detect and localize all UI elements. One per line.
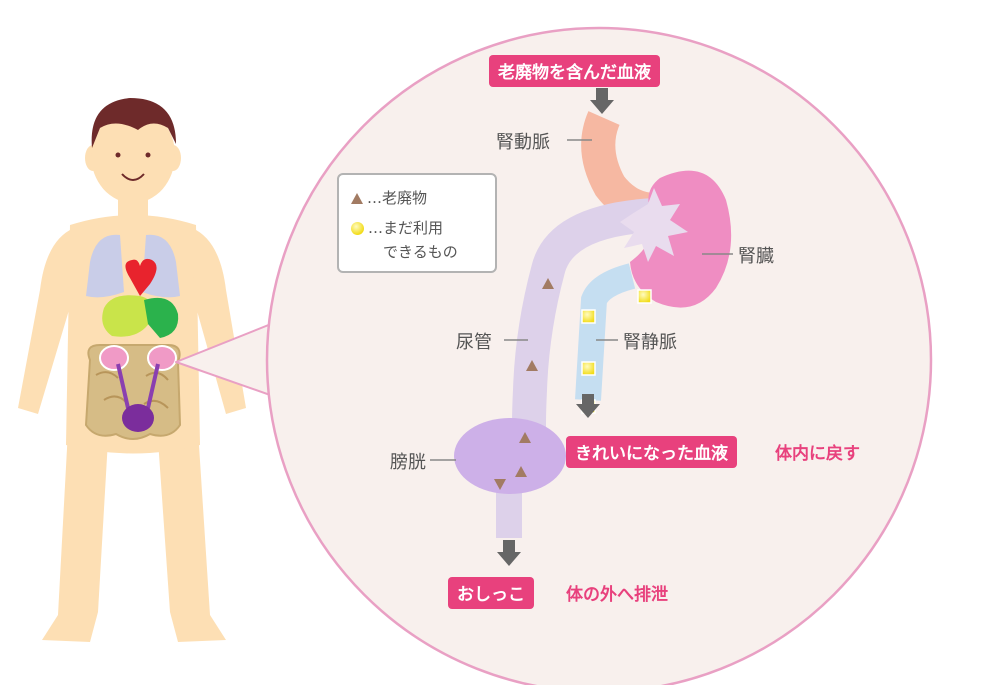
down-arrow-icon	[576, 394, 600, 418]
note-excrete: 体の外へ排泄	[566, 585, 668, 605]
yellow-dot-icon	[351, 222, 364, 235]
usable-marker	[581, 361, 596, 376]
label-bladder: 膀胱	[390, 452, 426, 473]
waste-markers	[494, 278, 554, 490]
left-leg	[42, 430, 108, 642]
right-eye	[145, 152, 151, 158]
right-leg	[158, 430, 226, 642]
legend-row-usable: …まだ利用	[351, 217, 443, 238]
legend-usable-text-1: …まだ利用	[368, 219, 444, 237]
label-renal-vein: 腎静脈	[623, 332, 677, 353]
hair	[91, 98, 176, 148]
legend-box: …老廃物 …まだ利用 できるもの	[337, 173, 497, 273]
down-arrow-icon	[590, 88, 614, 114]
tag-waste-blood: 老廃物を含んだ血液	[489, 55, 660, 87]
waste-marker	[519, 432, 531, 443]
ureter	[512, 198, 657, 450]
small-kidney-right	[147, 345, 177, 371]
label-ureter: 尿管	[456, 332, 492, 353]
waste-marker	[515, 466, 527, 477]
small-kidney-left	[99, 345, 129, 371]
smile	[121, 173, 145, 181]
usable-marker	[637, 289, 652, 304]
right-arm	[192, 228, 246, 414]
heart	[125, 258, 157, 296]
label-renal-artery: 腎動脈	[496, 132, 550, 153]
left-lung	[86, 234, 124, 298]
waste-marker	[526, 360, 538, 371]
tag-clean-blood: きれいになった血液	[566, 436, 737, 468]
bladder	[454, 418, 566, 494]
tag-urine: おしっこ	[448, 577, 534, 609]
brown-triangle-icon	[351, 193, 363, 204]
renal-vein	[575, 263, 636, 401]
legend-usable-text-2: できるもの	[383, 243, 458, 261]
note-return-to-body: 体内に戻す	[775, 444, 860, 464]
waste-marker	[542, 278, 554, 289]
legend-row-waste: …老廃物	[351, 187, 427, 208]
right-lung	[142, 234, 180, 298]
stomach	[144, 297, 179, 338]
left-eye	[115, 152, 121, 158]
waste-marker	[494, 479, 506, 490]
small-ureters	[116, 363, 160, 409]
legend-waste-text: …老廃物	[367, 189, 428, 207]
label-kidney: 腎臓	[738, 246, 774, 267]
small-bladder	[122, 404, 154, 432]
liver	[102, 295, 153, 337]
usable-marker	[581, 309, 596, 324]
legend-row-usable-2: できるもの	[383, 241, 458, 262]
left-arm	[18, 228, 74, 414]
down-arrow-icon	[497, 540, 521, 566]
head	[91, 107, 175, 203]
kidney-pelvis	[620, 188, 688, 262]
